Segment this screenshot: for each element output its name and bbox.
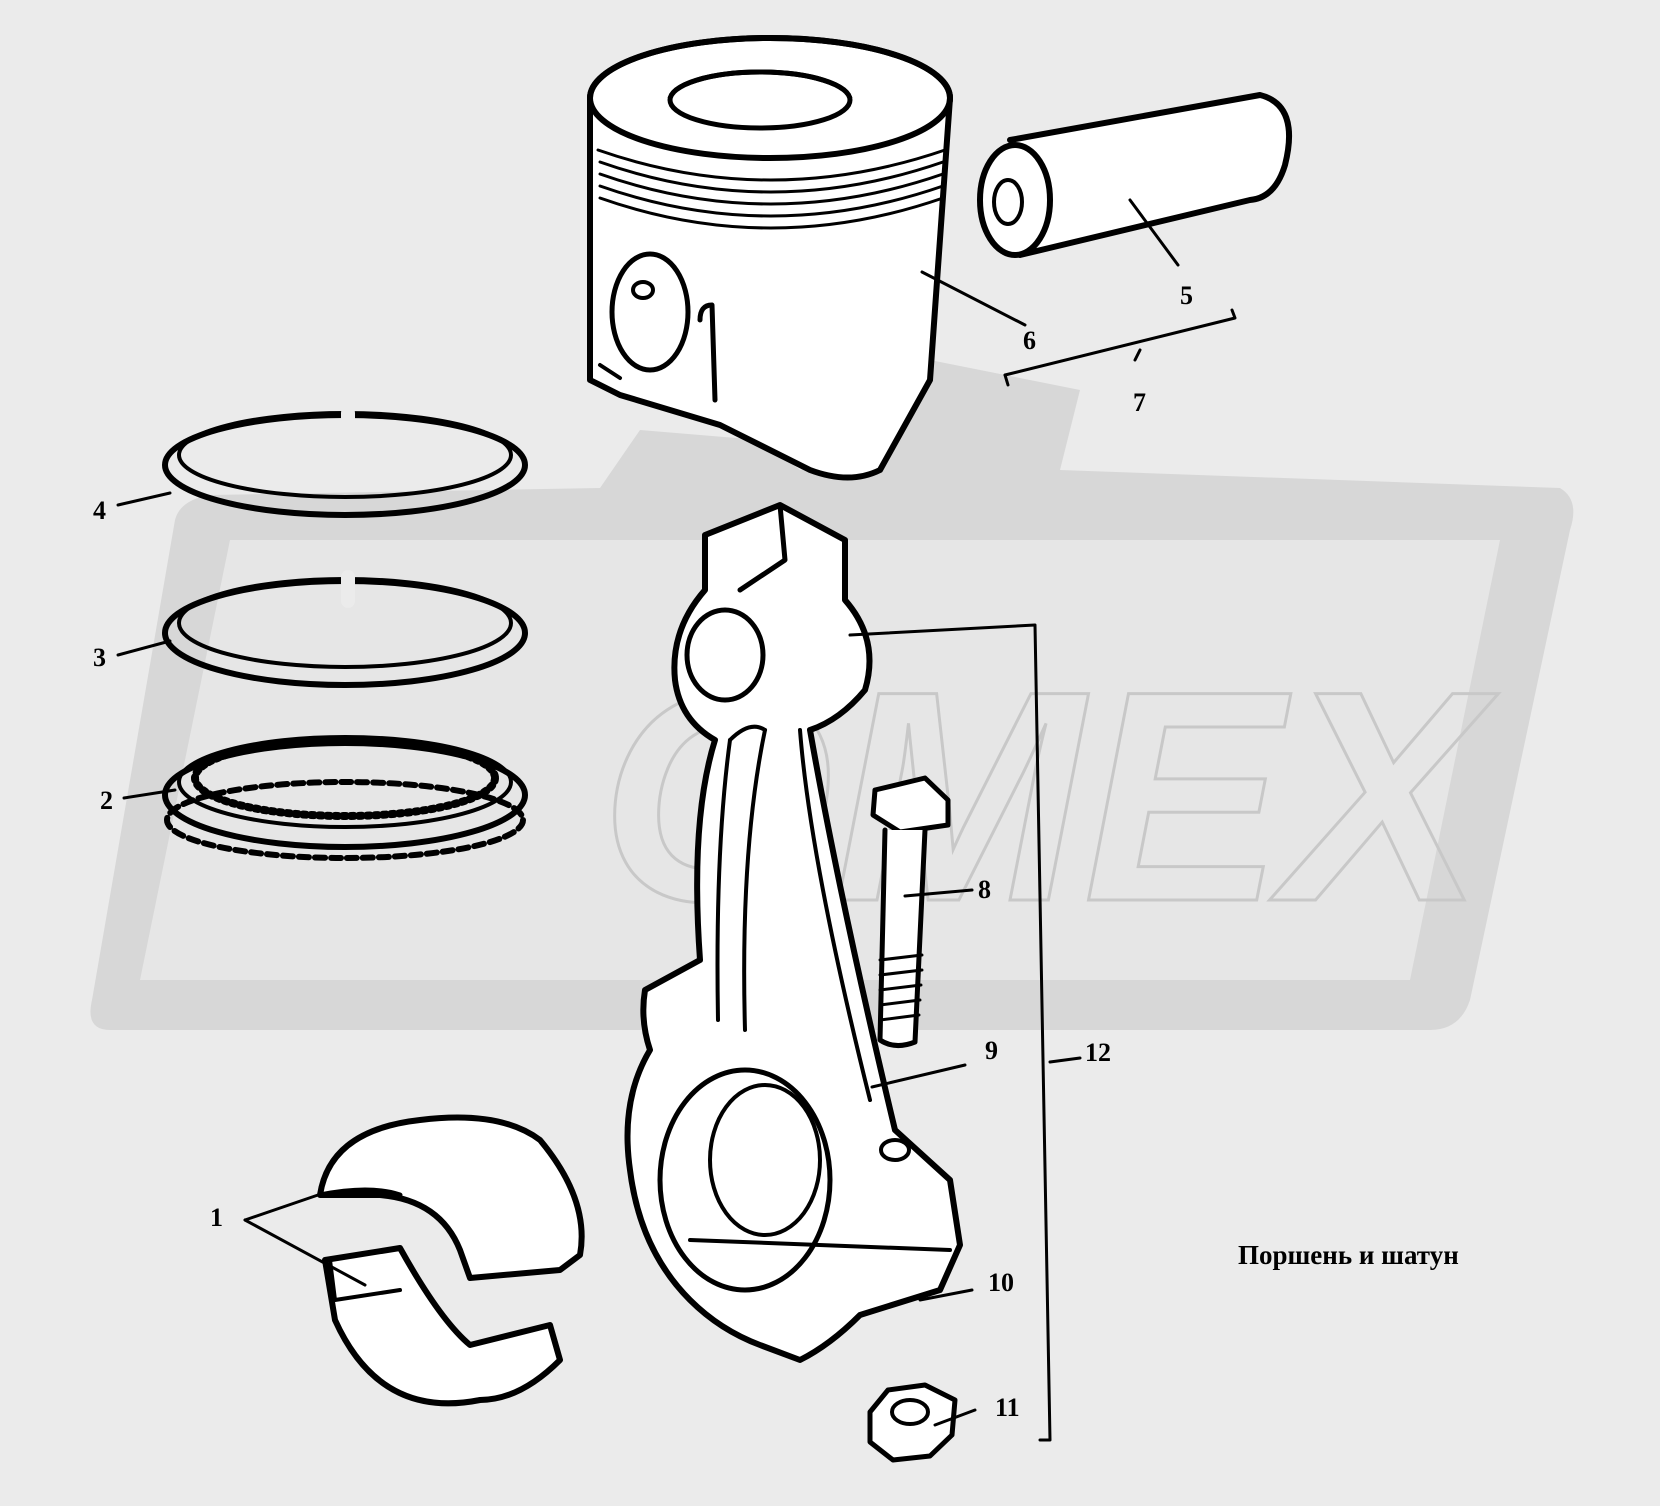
oil-control-ring-drawing (162, 735, 528, 861)
piston-pin-drawing (977, 92, 1293, 258)
bearing-shells-drawing (317, 1114, 585, 1407)
callout-9: 9 (985, 1036, 998, 1065)
diagram-caption: Поршень и шатун (1238, 1240, 1459, 1270)
callout-2: 2 (100, 786, 113, 815)
compression-ring-upper-drawing (162, 406, 528, 518)
connecting-rod-drawing (624, 502, 963, 1363)
leader-lines (116, 198, 1237, 1442)
callout-12: 12 (1085, 1038, 1111, 1067)
callout-5: 5 (1180, 281, 1193, 310)
piston-drawing (587, 35, 953, 481)
connecting-rod-bolt-drawing (870, 775, 951, 1048)
callout-8: 8 (978, 875, 991, 904)
callout-3: 3 (93, 643, 106, 672)
callout-10: 10 (988, 1268, 1014, 1297)
callout-7: 7 (1133, 388, 1146, 417)
nut-drawing (867, 1382, 958, 1463)
callout-11: 11 (995, 1393, 1020, 1422)
compression-ring-lower-drawing (162, 570, 528, 688)
callout-4: 4 (93, 496, 106, 525)
callout-6: 6 (1023, 326, 1036, 355)
callout-1: 1 (210, 1203, 223, 1232)
